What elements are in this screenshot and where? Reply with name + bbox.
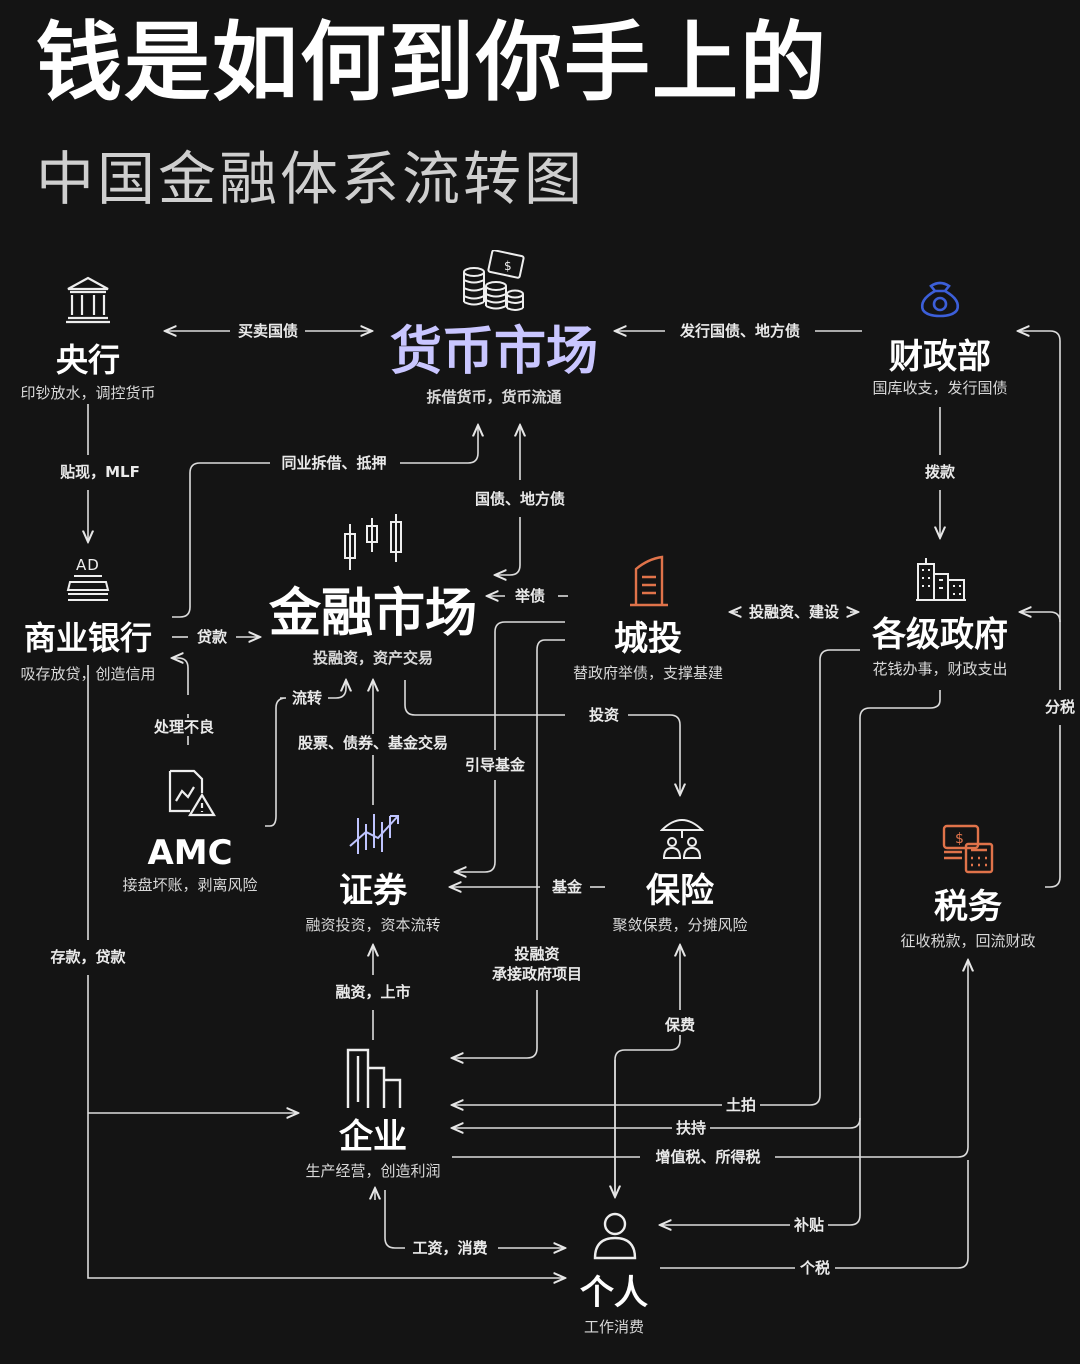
node-amc-desc: 接盘坏账，剥离风险 — [122, 876, 258, 894]
node-money-market-title: 货币市场 — [389, 322, 599, 382]
node-government-title: 各级政府 — [872, 615, 1008, 655]
node-amc-title: AMC — [147, 833, 233, 873]
edge-label-issue-bonds: 发行国债、地方债 — [675, 322, 805, 340]
coins-stack-icon: $ — [463, 250, 525, 311]
node-commercial-bank-title: 商业银行 — [23, 619, 153, 657]
edge-label-circulate: 流转 — [287, 689, 327, 707]
node-individual-desc: 工作消费 — [583, 1318, 645, 1336]
edge-label-wages-consumption: 工资，消费 — [408, 1239, 492, 1257]
edge-label-invest-projects-1: 投融资 — [510, 945, 564, 963]
edge-label-stocks-bonds-funds: 股票、债券、基金交易 — [293, 734, 453, 752]
node-commercial-bank-desc: 吸存放贷，创造信用 — [20, 665, 156, 683]
node-insurance-desc: 聚敛保费，分摊风险 — [612, 916, 748, 934]
edge-label-premium: 保费 — [660, 1016, 700, 1034]
node-financial-market-title: 金融市场 — [268, 584, 478, 644]
edge-label-buy-sell-bonds: 买卖国债 — [233, 322, 303, 340]
edge-label-invest-projects-2: 承接政府项目 — [487, 965, 587, 983]
edge-label-support: 扶持 — [671, 1119, 711, 1137]
node-individual-title: 个人 — [580, 1273, 648, 1313]
edge-label-land-auction: 土拍 — [721, 1096, 761, 1114]
edge-label-funds: 基金 — [547, 878, 587, 896]
node-lgfv-title: 城投 — [614, 619, 682, 659]
bank-terminal-icon: AD — [64, 556, 112, 604]
person-icon — [593, 1212, 637, 1260]
svg-text:$: $ — [955, 831, 964, 847]
node-tax-desc: 征收税款，回流财政 — [900, 932, 1036, 950]
edge-label-dispose-npl: 处理不良 — [149, 718, 219, 736]
edge-label-guide-fund: 引导基金 — [460, 756, 530, 774]
edge-label-subsidy: 补贴 — [789, 1216, 829, 1234]
node-lgfv-desc: 替政府举债，支撑基建 — [572, 664, 724, 682]
page-subtitle: 中国金融体系流转图 — [36, 145, 586, 213]
warning-chart-icon — [168, 769, 216, 817]
edge-label-discount-mlf: 贴现，MLF — [56, 463, 144, 481]
node-money-market-desc: 拆借货币，货币流通 — [426, 388, 562, 406]
money-bag-icon — [920, 281, 960, 318]
edge-label-gov-local-bonds: 国债、地方债 — [470, 490, 570, 508]
svg-text:$: $ — [504, 259, 512, 273]
page-title: 钱是如何到你手上的 — [36, 13, 828, 113]
bank-building-icon — [66, 276, 110, 324]
city-buildings-icon — [916, 558, 966, 601]
tax-calculator-icon: $ — [942, 824, 994, 874]
skyscraper-icon — [630, 555, 668, 607]
node-tax-title: 税务 — [934, 887, 1002, 927]
terminal-screen-text: AD — [76, 556, 100, 574]
node-enterprise-title: 企业 — [339, 1117, 407, 1157]
edge-label-financing-ipo: 融资，上市 — [331, 983, 415, 1001]
stock-trend-icon — [349, 814, 399, 854]
node-government-desc: 花钱办事，财政支出 — [872, 660, 1008, 678]
edge-label-interbank: 同业拆借、抵押 — [277, 454, 391, 472]
edge-label-allocate: 拨款 — [920, 463, 960, 481]
edge-label-tax-share: 分税 — [1040, 698, 1080, 716]
umbrella-family-icon — [660, 819, 704, 859]
office-building-icon — [346, 1048, 402, 1108]
edge-label-vat-income-tax: 增值税、所得税 — [651, 1148, 765, 1166]
node-financial-market-desc: 投融资，资产交易 — [312, 649, 434, 667]
node-central-bank-title: 央行 — [55, 341, 121, 379]
edge-label-loans: 贷款 — [192, 628, 232, 646]
edge-label-deposits-loans: 存款，贷款 — [46, 948, 130, 966]
edge-label-personal-tax: 个税 — [795, 1259, 835, 1277]
node-securities-desc: 融资投资，资本流转 — [305, 916, 441, 934]
node-ministry-desc: 国库收支，发行国债 — [872, 379, 1008, 397]
node-securities-title: 证券 — [339, 871, 407, 911]
node-enterprise-desc: 生产经营，创造利润 — [305, 1162, 441, 1180]
node-central-bank-desc: 印钞放水，调控货币 — [20, 384, 156, 402]
edge-label-invest-build: 投融资、建设 — [744, 603, 844, 621]
node-insurance-title: 保险 — [646, 871, 714, 911]
node-ministry-title: 财政部 — [889, 337, 991, 377]
edge-label-raise-debt: 举债 — [510, 587, 550, 605]
edge-label-invest: 投资 — [584, 706, 624, 724]
candlestick-icon — [344, 514, 402, 570]
